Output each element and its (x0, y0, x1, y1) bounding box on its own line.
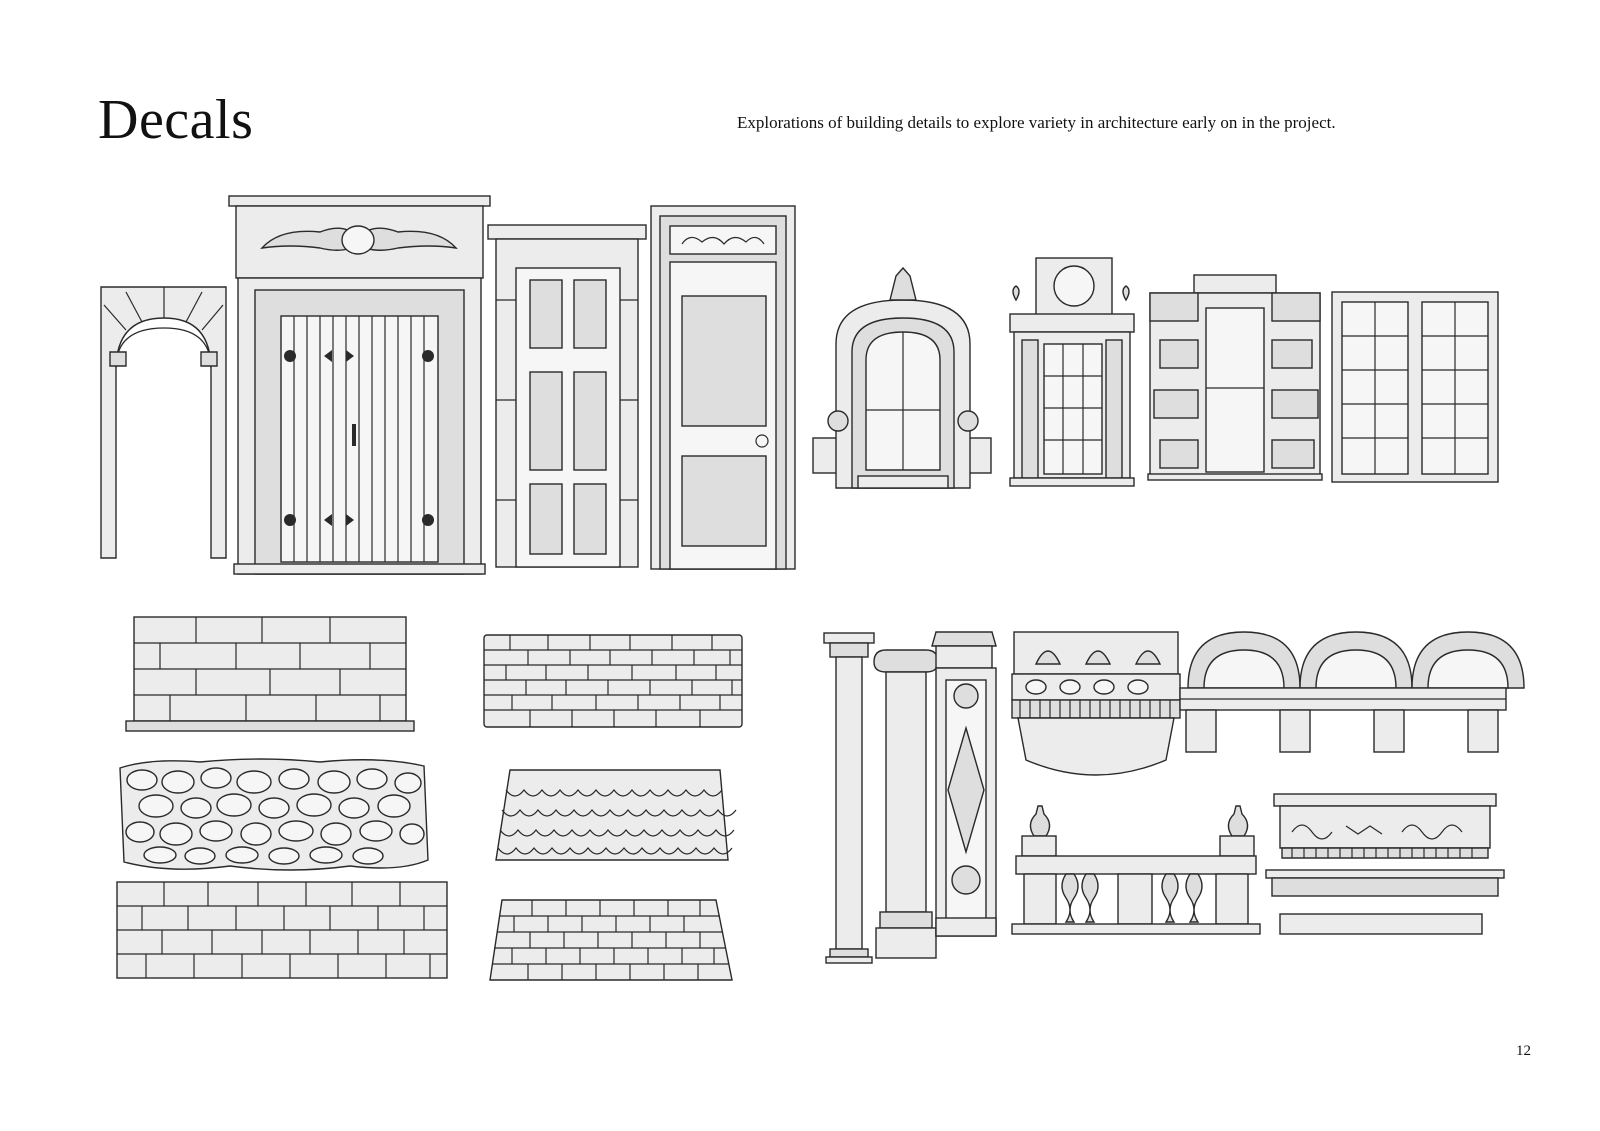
arch-doorway-sketch (100, 286, 227, 559)
arched-window-sketch (812, 266, 992, 489)
carved-pillar-sketch (931, 631, 997, 937)
six-panel-door-sketch (487, 224, 647, 568)
sash-window-sketch (1009, 257, 1135, 487)
frieze-trim-sketch (1265, 793, 1505, 935)
rough-brick-wall-sketch (483, 634, 743, 728)
page-subtitle: Explorations of building details to expl… (737, 113, 1336, 132)
ornate-double-door-sketch (228, 195, 491, 575)
ionic-column-sketch (873, 649, 939, 959)
casement-window-sketch (1331, 291, 1499, 483)
stone-block-wall-sketch (125, 616, 415, 732)
transom-door-sketch (650, 205, 796, 570)
arcade-sketch (1179, 631, 1525, 753)
page-number: 12 (1516, 1043, 1531, 1059)
rough-stone-wall-sketch (116, 881, 448, 979)
slate-roof-tiles-sketch (489, 899, 733, 981)
page-title: Decals (98, 89, 254, 151)
thin-column-sketch (823, 632, 875, 964)
shell-cornice-sketch (1011, 631, 1181, 776)
cobblestone-wall-sketch (119, 758, 429, 871)
scale-roof-tiles-sketch (495, 769, 737, 861)
stone-block-window-sketch (1147, 274, 1323, 481)
balustrade-sketch (1011, 805, 1261, 935)
